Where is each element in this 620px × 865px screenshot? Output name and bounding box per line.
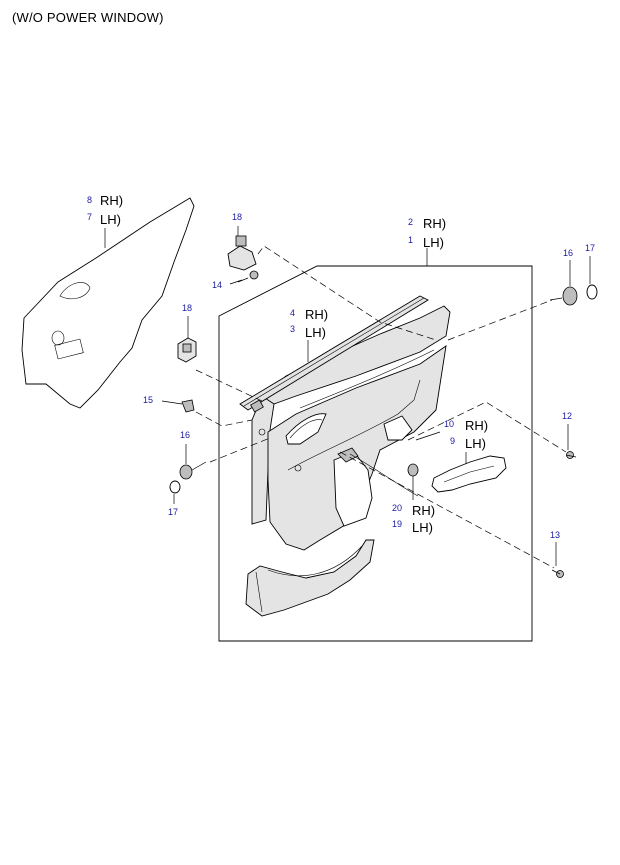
side-rh: RH) — [100, 193, 123, 208]
callout-12: 12 — [562, 411, 572, 421]
callout-17: 17 — [585, 243, 595, 253]
assembly-frame — [218, 265, 533, 642]
callout-8: 8 — [87, 195, 92, 205]
assembly-line — [407, 401, 567, 453]
callout-19: 19 — [392, 519, 402, 529]
clip-15 — [181, 399, 195, 413]
fastener-16-right — [549, 286, 578, 306]
ring-17-left — [169, 480, 181, 494]
callout-3: 3 — [290, 324, 295, 334]
lower-trim-pocket — [245, 539, 375, 617]
sealing-cover — [21, 197, 195, 409]
callout-1: 1 — [408, 235, 413, 245]
callout-16: 16 — [180, 430, 190, 440]
callout-14: 14 — [212, 280, 222, 290]
callout-9: 9 — [450, 436, 455, 446]
clip-18-left — [177, 337, 197, 363]
callout-18: 18 — [182, 303, 192, 313]
door-grip — [431, 455, 507, 493]
callout-2: 2 — [408, 217, 413, 227]
callout-16: 16 — [563, 248, 573, 258]
assembly-line — [257, 245, 437, 341]
ring-17-right — [586, 284, 598, 300]
side-lh: LH) — [100, 212, 121, 227]
callout-17: 17 — [168, 507, 178, 517]
assembly-line — [339, 451, 555, 569]
callout-7: 7 — [87, 212, 92, 222]
fastener-16-left — [179, 461, 207, 480]
side-lh: LH) — [305, 325, 326, 340]
side-lh: LH) — [465, 436, 486, 451]
callout-18: 18 — [232, 212, 242, 222]
callout-15: 15 — [143, 395, 153, 405]
clip-18-top — [227, 235, 257, 271]
side-rh: RH) — [305, 307, 328, 322]
assembly-line — [447, 299, 553, 341]
callout-10: 10 — [444, 419, 454, 429]
assembly-line — [195, 411, 253, 427]
assembly-line — [195, 369, 265, 403]
callout-4: 4 — [290, 308, 295, 318]
side-rh: RH) — [465, 418, 488, 433]
side-rh: RH) — [412, 503, 435, 518]
clip-19-20 — [407, 463, 419, 477]
door-trim-panel — [251, 305, 451, 551]
screw-14 — [237, 270, 259, 283]
screw-12 — [565, 451, 577, 459]
callout-13: 13 — [550, 530, 560, 540]
screw-13 — [551, 569, 564, 578]
side-rh: RH) — [423, 216, 446, 231]
page-title: (W/O POWER WINDOW) — [12, 10, 164, 25]
weatherstrip — [239, 295, 429, 413]
side-lh: LH) — [423, 235, 444, 250]
callout-20: 20 — [392, 503, 402, 513]
side-lh: LH) — [412, 520, 433, 535]
armrest-pocket — [333, 415, 419, 527]
